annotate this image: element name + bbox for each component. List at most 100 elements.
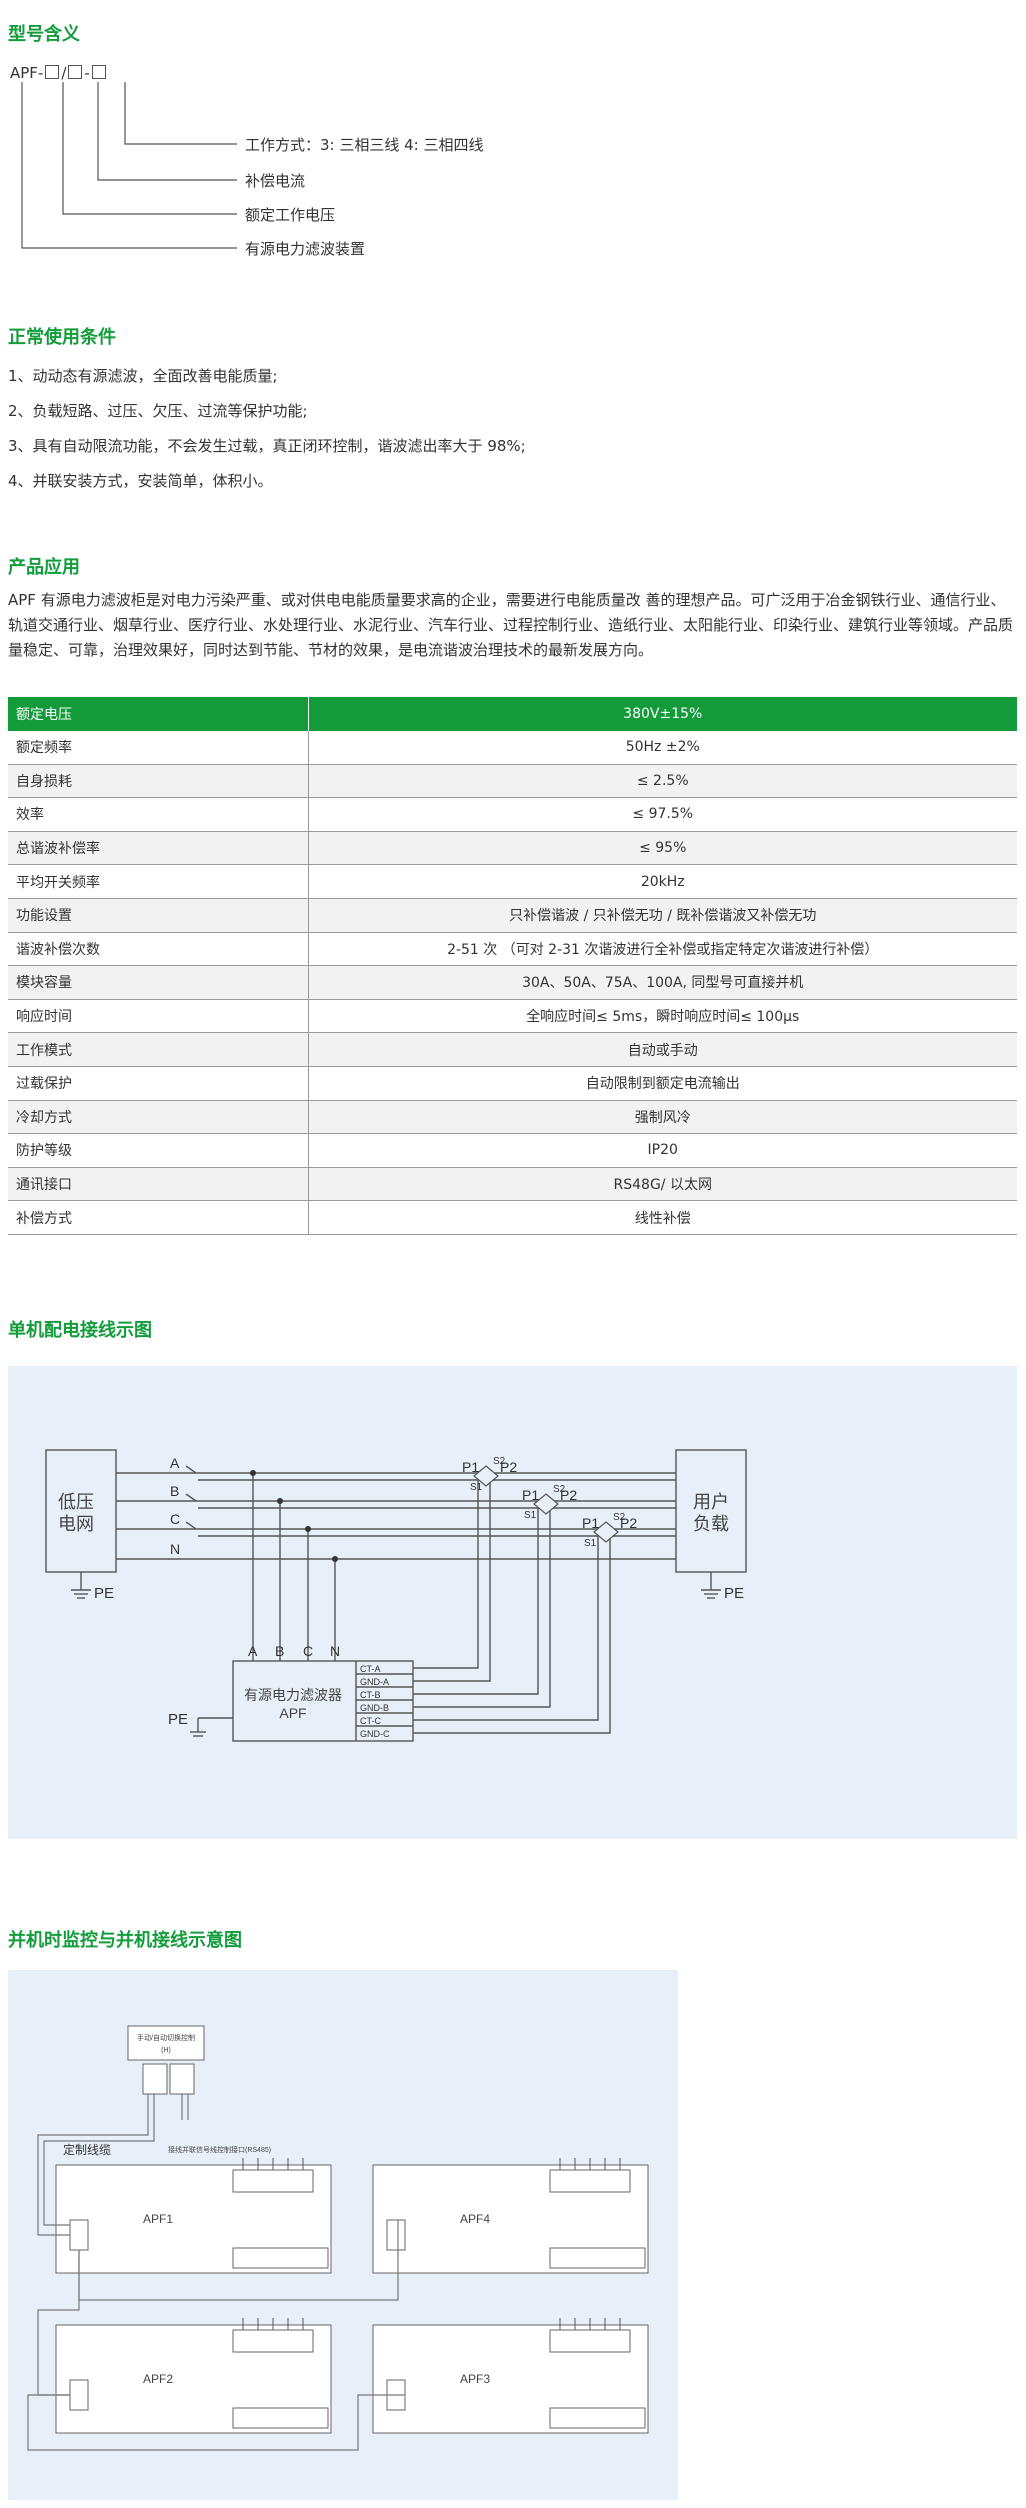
spec-table-header: 额定电压 380V±15% [8,697,1017,731]
model-legend-current: 补偿电流 [245,172,306,190]
table-row: 冷却方式强制风冷 [8,1100,1017,1135]
device-label-2: APF [279,1705,306,1721]
model-box-voltage [45,65,60,79]
spec-key: 过载保护 [8,1066,309,1101]
ct1-s2: S2 [493,1456,506,1467]
ct2-s1: S1 [524,1510,537,1521]
spec-value: 2-51 次 （可对 2-31 次谐波进行全补偿或指定特定次谐波进行补偿） [308,932,1017,967]
spec-value: ≤ 97.5% [308,797,1017,832]
wiring-diagram: 低压 电网 用户 负载 PE PE A B C N A B C N P1 P2 … [8,1366,1017,1839]
load-label-2: 负载 [693,1514,729,1534]
device-pe-label: PE [168,1711,188,1728]
device-phase-b: B [275,1643,284,1659]
load-label-1: 用户 [693,1492,729,1512]
table-row: 自身损耗≤ 2.5% [8,764,1017,799]
top-box-label: 手动/自动切换控制 [137,2033,195,2042]
spec-key: 模块容量 [8,965,309,1000]
model-box-current [68,65,83,79]
phase-b-label: B [170,1483,179,1499]
model-code: APF-/- [10,64,108,82]
table-row: 总谐波补偿率≤ 95% [8,831,1017,866]
spec-key: 效率 [8,797,309,832]
terminal-gnd-c: GND-C [360,1729,390,1739]
spec-key: 防护等级 [8,1133,309,1168]
wiring-section-title: 单机配电接线示图 [8,1320,152,1341]
wiring-diagram-svg: 低压 电网 用户 负载 PE PE A B C N A B C N P1 P2 … [45,1449,747,1742]
conditions-section-title: 正常使用条件 [8,327,116,348]
spec-key: 自身损耗 [8,764,309,799]
spec-value: ≤ 95% [308,831,1017,866]
model-legend-voltage: 额定工作电压 [245,206,336,224]
pe-label-source: PE [94,1585,114,1602]
top-box-sub: (H) [161,2047,171,2054]
spec-key: 冷却方式 [8,1100,309,1135]
phase-a-label: A [170,1455,180,1471]
spec-value: 50Hz ±2% [308,731,1017,765]
spec-value: 自动或手动 [308,1032,1017,1067]
condition-item: 1、动动态有源滤波，全面改善电能质量; [8,367,278,385]
spec-value: 强制风冷 [308,1100,1017,1135]
condition-item: 3、具有自动限流功能，不会发生过载，真正闭环控制，谐波滤出率大于 98%; [8,437,526,455]
spec-key: 响应时间 [8,999,309,1034]
ct3-p2: P2 [620,1515,637,1531]
signal-label: 接线并联信号线控制接口(RS485) [168,2145,271,2154]
spec-value: 只补偿谐波 / 只补偿无功 / 既补偿谐波又补偿无功 [308,898,1017,933]
parallel-section-title: 并机时监控与并机接线示意图 [8,1930,242,1951]
terminal-ct-b: CT-B [360,1690,381,1700]
spec-value: ≤ 2.5% [308,764,1017,799]
ct3-s2: S2 [613,1512,626,1523]
parallel-diagram-svg: 手动/自动切换控制 (H) 定制线缆 接线并联信号线控制接口(RS485) AP… [27,2025,649,2451]
spec-key: 额定频率 [8,731,309,765]
model-legend-mode: 工作方式：3: 三相三线 4: 三相四线 [245,136,484,154]
ct3-s1: S1 [584,1538,597,1549]
ct3-p1: P1 [582,1515,599,1531]
device-phase-a: A [248,1643,258,1659]
spec-key: 补偿方式 [8,1200,309,1235]
custom-cable-label: 定制线缆 [63,2142,111,2157]
table-row: 功能设置只补偿谐波 / 只补偿无功 / 既补偿谐波又补偿无功 [8,898,1017,933]
table-row: 效率≤ 97.5% [8,797,1017,832]
spec-value: RS48G/ 以太网 [308,1167,1017,1202]
model-section-title: 型号含义 [8,24,80,45]
ct2-s2: S2 [553,1484,566,1495]
apf2-label: APF2 [143,2372,173,2386]
spec-key: 通讯接口 [8,1167,309,1202]
condition-item: 4、并联安装方式，安装简单，体积小。 [8,472,273,490]
application-description: APF 有源电力滤波柜是对电力污染严重、或对供电电能质量要求高的企业，需要进行电… [8,591,1014,659]
ct1-s1: S1 [470,1482,483,1493]
spec-key: 工作模式 [8,1032,309,1067]
spec-value: 线性补偿 [308,1200,1017,1235]
table-row: 过载保护自动限制到额定电流输出 [8,1066,1017,1101]
table-row: 补偿方式线性补偿 [8,1200,1017,1235]
spec-value: 30A、50A、75A、100A, 同型号可直接并机 [308,965,1017,1000]
terminal-ct-c: CT-C [360,1716,381,1726]
device-phase-c: C [303,1643,313,1659]
terminal-gnd-a: GND-A [360,1677,389,1687]
source-label-2: 电网 [58,1514,94,1534]
model-bracket-lines [21,82,237,249]
device-label-1: 有源电力滤波器 [244,1687,342,1703]
ct2-p1: P1 [522,1487,539,1503]
source-label-1: 低压 [58,1492,94,1512]
ct1-p1: P1 [462,1459,479,1475]
model-box-mode [91,65,106,79]
spec-key: 谐波补偿次数 [8,932,309,967]
terminal-gnd-b: GND-B [360,1703,389,1713]
ct1-p2: P2 [500,1459,517,1475]
spec-value: 全响应时间≤ 5ms，瞬时响应时间≤ 100μs [308,999,1017,1034]
spec-header-key: 额定电压 [8,697,309,731]
condition-item: 2、负载短路、过压、欠压、过流等保护功能; [8,402,308,420]
spec-value: IP20 [308,1133,1017,1168]
table-row: 响应时间全响应时间≤ 5ms，瞬时响应时间≤ 100μs [8,999,1017,1034]
apf4-label: APF4 [460,2212,490,2226]
parallel-diagram: 手动/自动切换控制 (H) 定制线缆 接线并联信号线控制接口(RS485) AP… [8,1970,678,2500]
apf3-label: APF3 [460,2372,490,2386]
spec-value: 自动限制到额定电流输出 [308,1066,1017,1101]
